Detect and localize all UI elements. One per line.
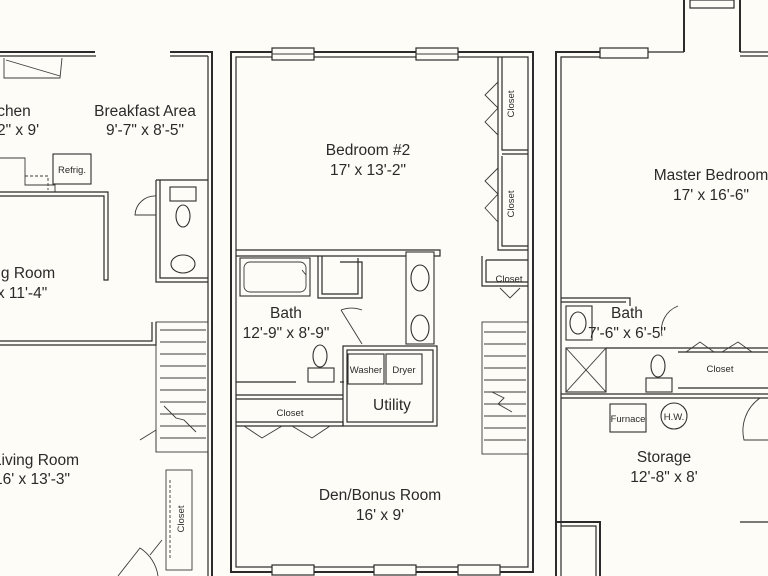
closet-b2-small-label: Closet (496, 274, 523, 285)
left-unit-walls (0, 51, 213, 576)
center-unit-walls (230, 47, 534, 576)
closet-b2-upper-label: Closet (506, 90, 517, 117)
dining-label: ing Room (0, 265, 55, 282)
storage-label: Storage (637, 449, 691, 466)
dining-dims: x 11'-4" (0, 285, 47, 302)
bath-center-label: Bath (270, 305, 302, 322)
master-label: Master Bedroom (654, 167, 768, 184)
storage-dims: 12'-8" x 8' (630, 469, 697, 486)
right-unit-walls (555, 0, 768, 576)
closet-den-label: Closet (277, 408, 304, 419)
breakfast-dims: 9'-7" x 8'-5" (106, 122, 184, 139)
closet-left-label: Closet (176, 505, 187, 532)
bath-center-dims: 12'-9" x 8'-9" (243, 325, 330, 342)
hw-label: H.W. (664, 412, 685, 423)
washer-label: Washer (350, 365, 382, 376)
kitchen-label: chen (0, 103, 31, 120)
breakfast-label: Breakfast Area (94, 103, 196, 120)
dryer-label: Dryer (392, 365, 415, 376)
refrig-label: Refrig. (58, 165, 86, 176)
kitchen-dims: 2" x 9' (0, 122, 39, 139)
den-dims: 16' x 9' (356, 507, 404, 524)
bedroom2-label: Bedroom #2 (326, 142, 410, 159)
bath-master-label: Bath (611, 305, 643, 322)
utility-label: Utility (373, 397, 411, 414)
bath-master-dims: 7'-6" x 6'-5" (588, 325, 666, 342)
closet-master-label: Closet (707, 364, 734, 375)
furnace-label: Furnace (611, 414, 646, 425)
den-label: Den/Bonus Room (319, 487, 441, 504)
closet-b2-lower-label: Closet (506, 190, 517, 217)
living-label: Living Room (0, 452, 79, 469)
bedroom2-dims: 17' x 13'-2" (330, 162, 406, 179)
master-dims: 17' x 16'-6" (673, 187, 749, 204)
living-dims: 16' x 13'-3" (0, 471, 70, 488)
